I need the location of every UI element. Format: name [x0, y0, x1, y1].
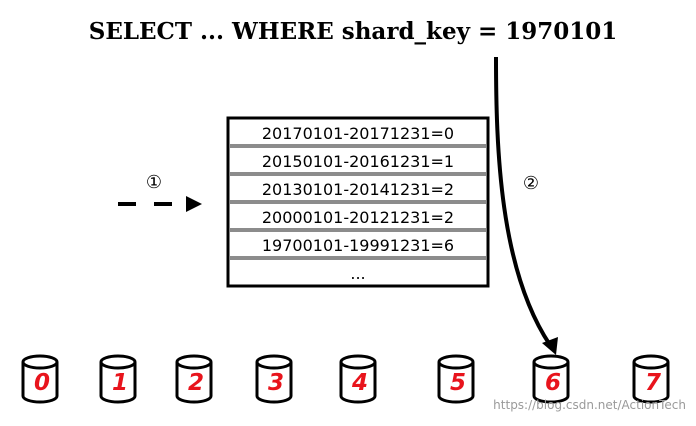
table-row: ...: [350, 264, 365, 283]
cylinder-top: [632, 354, 670, 370]
shard-cylinders: 0 1 2 3 4 5 6 7: [21, 354, 670, 404]
cylinder-top: [339, 354, 377, 370]
shard-number: 5: [450, 370, 466, 396]
shard-number: 1: [112, 370, 128, 396]
shard-number: 3: [268, 370, 284, 396]
shard-number: 0: [34, 370, 50, 396]
cylinder-top: [255, 354, 293, 370]
shard-4: 4: [339, 354, 377, 404]
table-row: 20000101-20121231=2: [262, 208, 454, 227]
table-row: 20130101-20141231=2: [262, 180, 454, 199]
shard-0: 0: [21, 354, 59, 404]
table-row: 20150101-20161231=1: [262, 152, 454, 171]
cylinder-body: [21, 362, 59, 404]
cylinder-body: [339, 362, 377, 404]
shard-number: 2: [188, 370, 204, 396]
query-text: SELECT ... WHERE shard_key = 1970101: [88, 18, 618, 45]
cylinder-body: [255, 362, 293, 404]
watermark: https://blog.csdn.net/ActionTech: [493, 398, 686, 412]
shard-5: 5: [437, 354, 475, 404]
shard-number: 7: [645, 370, 661, 396]
cylinder-top: [532, 354, 570, 370]
shard-number: 6: [545, 370, 561, 396]
shard-6: 6: [532, 354, 570, 404]
cylinder-top: [175, 354, 213, 370]
step1-arrowhead: [186, 196, 202, 212]
shard-7: 7: [632, 354, 670, 404]
cylinder-body: [437, 362, 475, 404]
step2-arrowhead: [542, 337, 558, 355]
step2-label: ②: [523, 173, 539, 194]
cylinder-body: [175, 362, 213, 404]
table-row: 20170101-20171231=0: [262, 124, 454, 143]
step1-label: ①: [146, 172, 162, 193]
cylinder-body: [532, 362, 570, 404]
cylinder-body: [99, 362, 137, 404]
cylinder-top: [21, 354, 59, 370]
table-row: 19700101-19991231=6: [262, 236, 454, 255]
shard-range-table: 20170101-20171231=0 20150101-20161231=1 20…: [226, 116, 490, 288]
cylinder-top: [99, 354, 137, 370]
step2-arrow: [494, 56, 552, 347]
cylinder-body: [632, 362, 670, 404]
shard-3: 3: [255, 354, 293, 404]
cylinder-top: [437, 354, 475, 370]
shard-2: 2: [175, 354, 213, 404]
shard-1: 1: [99, 354, 137, 404]
step1-arrow: [118, 196, 202, 212]
shard-number: 4: [351, 370, 368, 396]
